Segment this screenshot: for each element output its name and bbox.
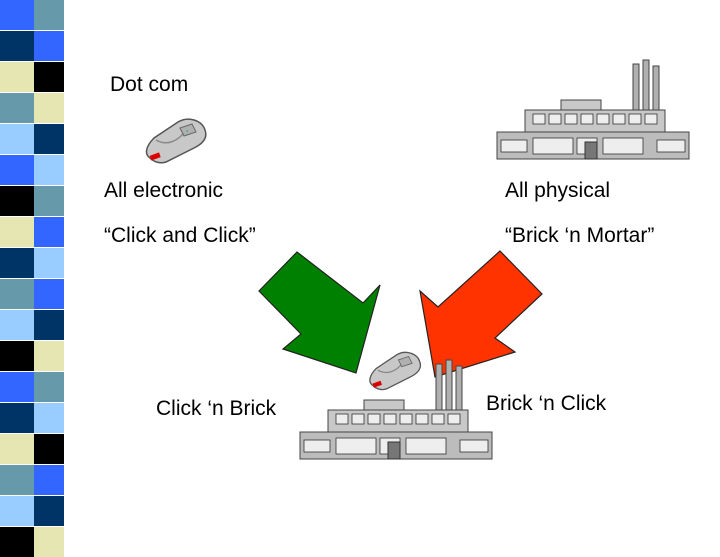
stripe-block bbox=[0, 496, 34, 526]
stripe-block bbox=[0, 465, 34, 495]
stripe-block bbox=[34, 124, 64, 154]
stripe-block bbox=[34, 93, 64, 123]
stripe-block bbox=[34, 62, 64, 92]
stripe-block bbox=[0, 341, 34, 371]
stripe-block bbox=[34, 248, 64, 278]
stripe-block bbox=[34, 310, 64, 340]
click-and-click-label: “Click and Click” bbox=[104, 224, 256, 247]
stripe-block bbox=[0, 0, 34, 30]
dot-com-label: Dot com bbox=[110, 73, 189, 96]
stripe-block bbox=[0, 217, 34, 247]
all-physical-label: All physical bbox=[505, 179, 611, 202]
stripe-block bbox=[0, 62, 34, 92]
stripe-block bbox=[34, 186, 64, 216]
stripe-block bbox=[0, 403, 34, 433]
stripe-block bbox=[0, 155, 34, 185]
brick-n-click-label: Brick ‘n Click bbox=[486, 392, 607, 415]
stripe-block bbox=[34, 403, 64, 433]
mouse-icon: ▪ bbox=[145, 118, 207, 164]
stripe-block bbox=[0, 93, 34, 123]
stripe-block bbox=[34, 372, 64, 402]
factory-icon bbox=[496, 59, 690, 160]
stripe-block bbox=[34, 31, 64, 61]
stripe-block bbox=[0, 248, 34, 278]
stripe-block bbox=[0, 279, 34, 309]
stripe-block bbox=[0, 31, 34, 61]
stripe-block bbox=[34, 341, 64, 371]
stripe-block bbox=[0, 434, 34, 464]
stripe-block bbox=[34, 434, 64, 464]
stripe-block bbox=[0, 310, 34, 340]
stripe-block bbox=[34, 217, 64, 247]
decorative-stripe-bar bbox=[0, 0, 64, 557]
stripe-block bbox=[0, 124, 34, 154]
stripe-block bbox=[34, 155, 64, 185]
stripe-block bbox=[34, 465, 64, 495]
stripe-block bbox=[34, 496, 64, 526]
green-arrow-diagram bbox=[258, 250, 543, 378]
stripe-block bbox=[34, 0, 64, 30]
stripe-block bbox=[0, 372, 34, 402]
center-factory-icon bbox=[299, 359, 493, 460]
brick-n-mortar-label: “Brick ‘n Mortar” bbox=[505, 224, 655, 247]
all-electronic-label: All electronic bbox=[104, 179, 224, 202]
center-mouse-icon bbox=[369, 351, 421, 391]
svg-text:▪: ▪ bbox=[186, 129, 188, 135]
stripe-block bbox=[34, 279, 64, 309]
stripe-block bbox=[0, 186, 34, 216]
click-n-brick-label: Click ‘n Brick bbox=[156, 397, 277, 420]
